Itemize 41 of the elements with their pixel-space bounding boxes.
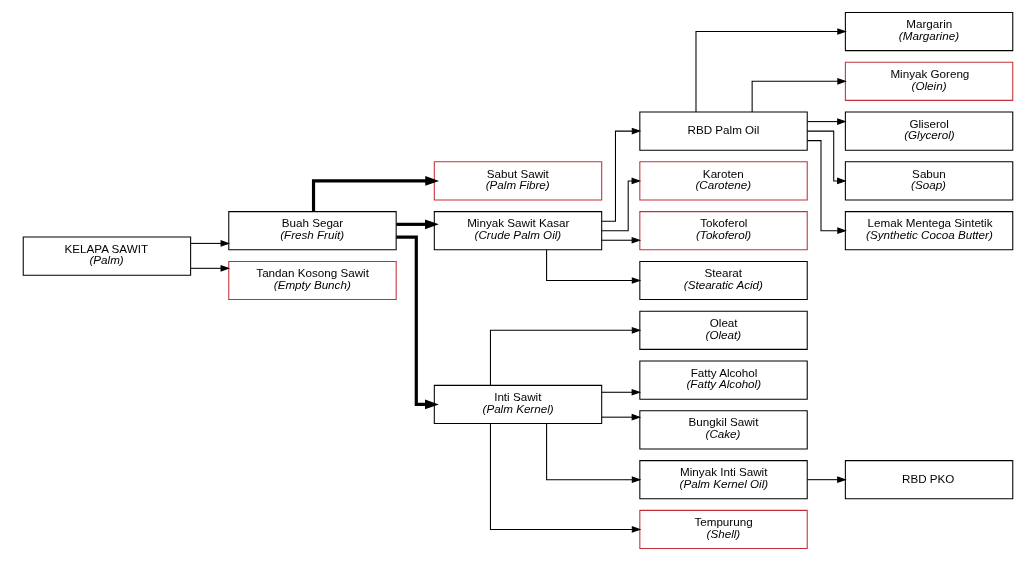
- arrow: [806, 118, 847, 125]
- node-box: Lemak Mentega Sintetik (Synthetic Cocoa Butter): [844, 211, 1013, 251]
- arrow: [600, 236, 641, 244]
- node-box: Tokoferol (Tokoferol): [638, 211, 808, 251]
- node-box: RBD PKO: [844, 460, 1013, 500]
- node-box: Minyak Sawit Kasar (Crude Palm Oil): [433, 211, 602, 251]
- arrow: [694, 28, 847, 113]
- arrow: [600, 127, 641, 222]
- node-box: Tandan Kosong Sawit (Empty Bunch): [227, 260, 397, 301]
- node-box: Bungkil Sawit (Cake): [638, 410, 808, 450]
- arrow: [395, 219, 439, 230]
- arrow: [545, 249, 641, 284]
- arrow: [395, 235, 439, 410]
- node-box: Karoten (Carotene): [638, 161, 808, 201]
- node-box: Fatty Alcohol (Fatty Alcohol): [638, 360, 808, 400]
- arrow: [751, 78, 847, 113]
- arrow: [806, 140, 847, 235]
- arrow: [600, 388, 641, 396]
- node-box: Inti Sawit (Palm Kernel): [433, 384, 602, 425]
- arrow: [806, 130, 847, 185]
- node-box: KELAPA SAWIT (Palm): [22, 236, 191, 276]
- arrow: [545, 423, 641, 483]
- node-box: Stearat (Stearatic Acid): [638, 260, 808, 301]
- node-box: Minyak Inti Sawit (Palm Kernel Oil): [638, 460, 808, 500]
- node-box: Sabun (Soap): [844, 161, 1013, 201]
- arrow: [189, 240, 230, 247]
- node-box: Oleat (Oleat): [638, 310, 808, 350]
- node-box: Gliserol (Glycerol): [844, 111, 1013, 151]
- arrow: [600, 413, 641, 421]
- arrow: [489, 326, 641, 386]
- node-box: Sabut Sawit (Palm Fibre): [433, 161, 602, 201]
- arrow: [189, 264, 230, 272]
- node-box: Tempurung (Shell): [638, 509, 808, 550]
- node-box: Buah Segar (Fresh Fruit): [227, 211, 397, 251]
- node-box: Minyak Goreng (Olein): [844, 61, 1013, 101]
- arrow: [311, 176, 439, 212]
- arrow: [489, 423, 641, 533]
- arrow: [806, 476, 847, 483]
- node-box: RBD Palm Oil: [638, 111, 808, 151]
- arrow: [600, 177, 641, 232]
- node-box: Margarin (Margarine): [844, 11, 1013, 52]
